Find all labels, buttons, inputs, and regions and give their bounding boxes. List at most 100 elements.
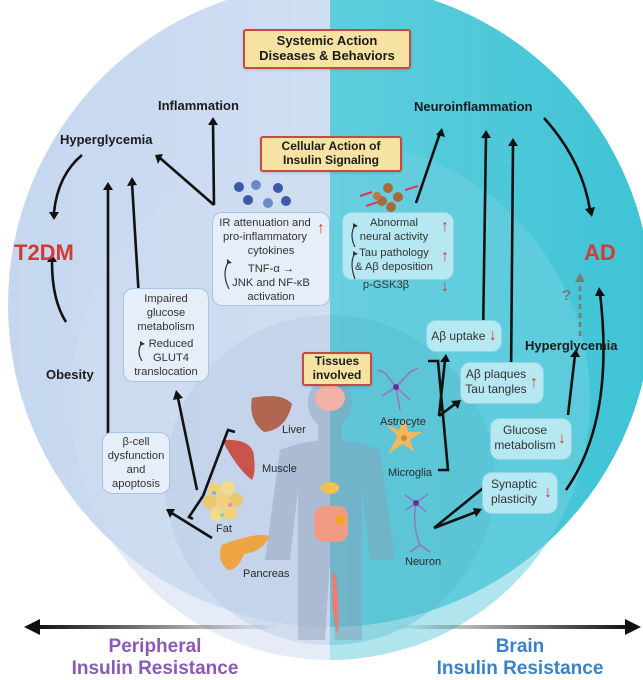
arrow-ir-to-hyperglycemia (159, 157, 215, 206)
arrow-plaques-to-neuroinflammation (509, 143, 515, 379)
synaptic-line1: Synaptic (490, 477, 538, 491)
hyperglycemia-left-label: Hyperglycemia (60, 132, 153, 147)
ad-label: AD (584, 240, 616, 265)
curved-arrow-icon (224, 259, 232, 290)
arrow-ir-to-inflammation (211, 122, 216, 206)
glucose-line4: Reduced (148, 338, 194, 350)
decrease-arrow-icon: ↓ (441, 278, 449, 295)
neuron-label: Neuron (405, 556, 442, 568)
decrease-arrow-icon: ↓ (558, 430, 566, 447)
glucose-line3: metabolism (137, 321, 195, 333)
neural-line1: Abnormal (370, 217, 418, 229)
decrease-arrow-icon: ↓ (488, 327, 497, 344)
question-mark-label: ? (562, 287, 572, 304)
neural-line5: p-GSK3β (362, 279, 410, 291)
astrocyte-icon (377, 367, 419, 411)
glucose-line1: Impaired (144, 293, 188, 305)
ir-line2: pro-inflammatory (223, 231, 307, 243)
brain-insulin-resistance-label: Brain Insulin Resistance (400, 636, 640, 680)
inner-circle-left (165, 315, 330, 645)
arrow-uptake-to-neuroinflammation (481, 135, 488, 339)
increase-arrow-icon: ↑ (530, 374, 538, 391)
ir-line4: TNF-α → (247, 263, 295, 275)
neuron-icon (404, 493, 431, 553)
brain-axis-arrow (393, 625, 629, 629)
amyloid-tau-icon (359, 183, 419, 212)
fat-icon (203, 481, 243, 521)
ir-line3: cytokines (247, 245, 295, 257)
brain-icon (315, 385, 345, 411)
increase-arrow-icon: ↑ (317, 220, 325, 237)
pancreas-label: Pancreas (243, 568, 290, 580)
brain-glucose-line2: metabolism (494, 438, 556, 452)
plaques-line2: Tau tangles (465, 382, 527, 396)
ir-line1: IR attenuation and (219, 217, 311, 229)
arrow-neural-to-neuroinflammation (414, 132, 442, 204)
pancreas-icon (220, 535, 270, 570)
arrow-pancreas-to-beta (169, 510, 213, 540)
arrow-neuron-to-synaptic (433, 510, 477, 530)
beta-line4: apoptosis (112, 478, 160, 490)
peripheral-axis-arrow (38, 625, 278, 629)
ir-line6: activation (247, 291, 295, 303)
bracket-glia (428, 359, 450, 472)
hyperglycemia-right-label: Hyperglycemia (525, 338, 618, 353)
brain-line1: Brain (495, 636, 545, 657)
bracket-tissues-left-lower (187, 495, 205, 521)
brain-glucose-line1: Glucose (502, 423, 548, 437)
pancreas-small-icon (321, 482, 339, 494)
bracket-tissues-left (201, 428, 236, 497)
beta-line1: β-cell (122, 436, 150, 448)
increase-arrow-icon: ↑ (441, 218, 449, 235)
systemic-action-line2: Diseases & Behaviors (259, 47, 395, 63)
glucose-line5: GLUT4 (152, 352, 190, 364)
beta-cell-panel: β-cell dysfunction and apoptosis (102, 432, 170, 494)
arrow-glucose-to-hyperglycemia-right (566, 354, 577, 416)
cellular-action-line1: Cellular Action of (281, 139, 381, 153)
tissues-line2: involved (312, 367, 362, 382)
beta-line3: and (126, 464, 146, 476)
neural-line4: & Aβ deposition (355, 261, 433, 273)
brain-line2: Insulin Resistance (436, 657, 604, 679)
systemic-action-box: Systemic Action Diseases & Behaviors (243, 29, 411, 69)
fat-label: Fat (216, 523, 232, 535)
glucose-line6: translocation (134, 366, 198, 378)
liver-label: Liver (282, 424, 306, 436)
abeta-plaques-panel: Aβ plaques Tau tangles ↑ (460, 362, 544, 404)
tissues-involved-box: Tissues involved (302, 352, 372, 386)
arrow-astro-to-uptake (437, 359, 447, 417)
decrease-arrow-icon: ↓ (544, 484, 552, 501)
muscle-label: Muscle (262, 463, 297, 475)
arrow-synaptic-to-ad (564, 292, 605, 491)
neural-activity-panel: Abnormal neural activity Tau pathology &… (342, 212, 454, 295)
beta-line2: dysfunction (107, 450, 165, 462)
systemic-action-line1: Systemic Action (276, 33, 378, 48)
cellular-action-line2: Insulin Signaling (283, 152, 379, 167)
arrow-obesity-to-t2dm (50, 261, 68, 323)
obesity-label: Obesity (46, 367, 94, 382)
plaques-line1: Aβ plaques (465, 367, 527, 381)
curved-arrow-icon (351, 223, 358, 280)
glucose-metabolism-panel: Glucose metabolism ↓ (490, 418, 572, 460)
leg-muscle-icon (331, 572, 339, 635)
peripheral-line2: Insulin Resistance (71, 657, 239, 679)
synaptic-plasticity-panel: Synaptic plasticity ↓ (482, 472, 558, 514)
arrowheads (47, 117, 605, 518)
dashed-arrowhead (575, 273, 585, 282)
cytokine-dots-icon (234, 180, 291, 208)
peripheral-axis-arrowhead (24, 619, 40, 635)
inner-circle-right (330, 315, 495, 645)
peripheral-insulin-resistance-label: Peripheral Insulin Resistance (40, 636, 270, 680)
cellular-action-box: Cellular Action of Insulin Signaling (260, 136, 402, 172)
intestine-icon (314, 506, 348, 542)
ir-line5: JNK and NF-κB (232, 277, 310, 289)
t2dm-label: T2DM (14, 240, 74, 265)
muscle-icon (222, 439, 255, 480)
curved-arrow-icon (138, 341, 145, 362)
brain-axis-arrowhead (625, 619, 641, 635)
arrow-hyperglycemia-to-t2dm (52, 154, 83, 213)
neural-line3: Tau pathology (359, 247, 429, 259)
astrocyte-label: Astrocyte (380, 416, 426, 428)
gallbladder-icon (335, 515, 345, 525)
